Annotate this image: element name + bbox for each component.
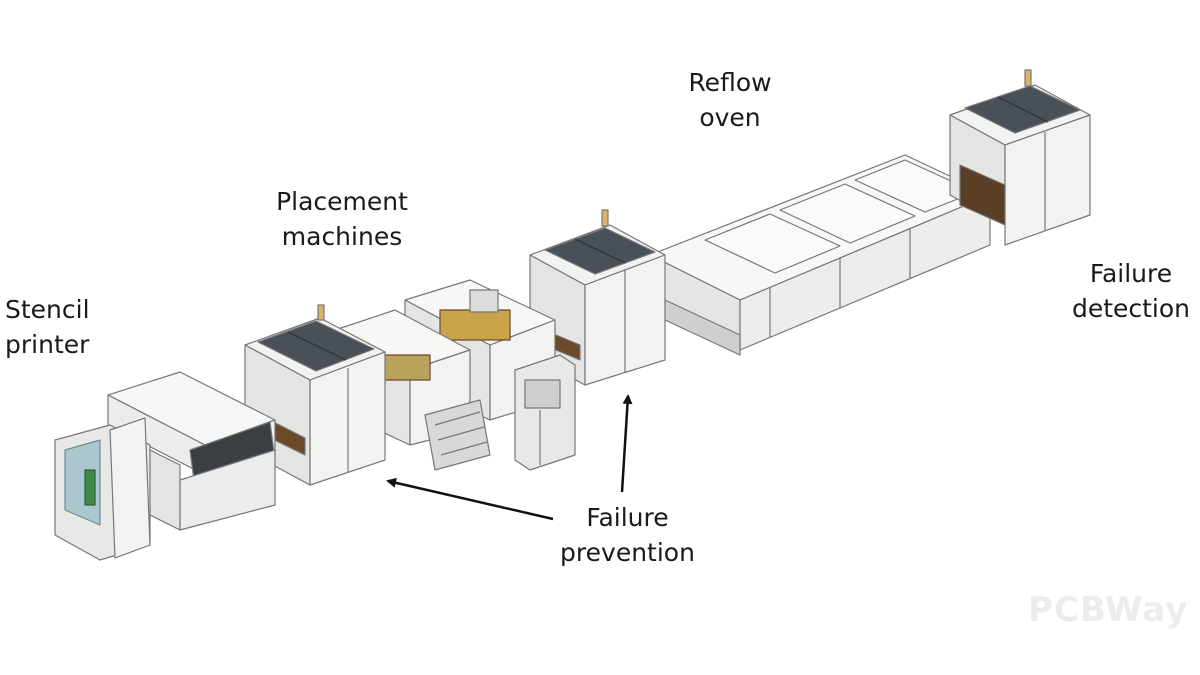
arrow-to-oven-entry [620, 394, 633, 493]
reflow-oven-machine [649, 154, 991, 356]
reflow-oven-label: Reflow oven [688, 68, 772, 132]
failure-prevention-label: Failure prevention [560, 503, 695, 567]
placement-machines-label: Placement machines [276, 187, 408, 251]
stencil-printer-label: Stencil printer [5, 295, 90, 359]
placement-machine-front [244, 304, 386, 486]
stencil-printer-machine [54, 371, 276, 561]
failure-detection-label: Failure detection [1071, 259, 1191, 323]
failure-detection-machine [949, 69, 1091, 246]
arrow-to-placement [386, 477, 554, 521]
pcbway-watermark: PCBWay [1028, 590, 1189, 630]
